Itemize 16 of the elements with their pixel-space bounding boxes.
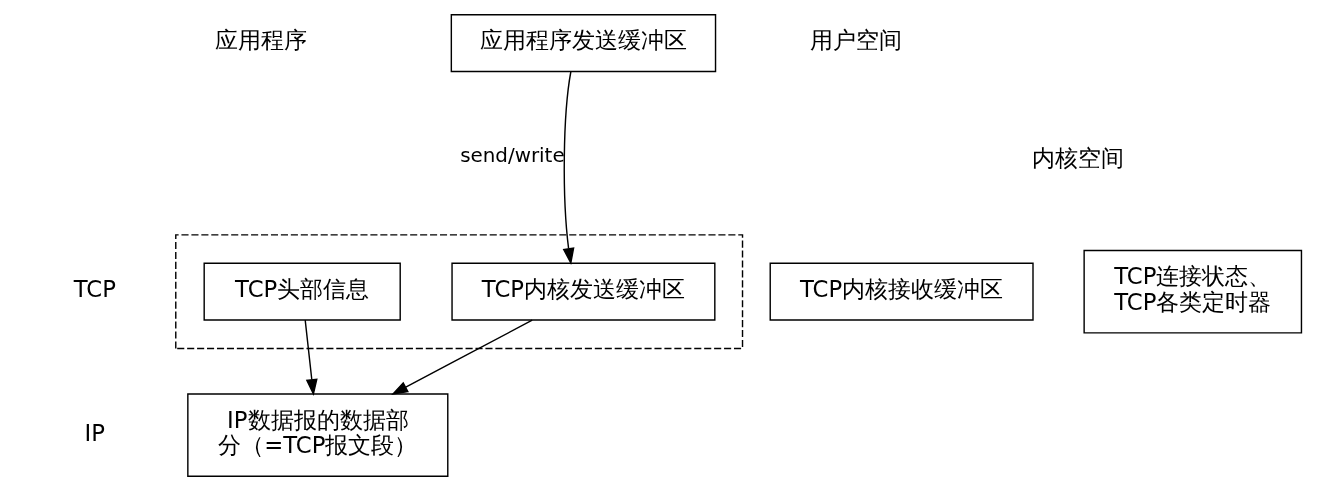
- label: TCP: [73, 275, 116, 302]
- node-box: TCP连接状态、TCP各类定时器: [1082, 249, 1302, 334]
- arrow: [390, 319, 533, 395]
- label: 应用程序: [214, 26, 307, 53]
- node-box: TCP内核接收缓冲区: [769, 262, 1034, 321]
- node-box: TCP头部信息: [202, 262, 401, 321]
- label: 内核空间: [1031, 144, 1124, 171]
- node-box: 应用程序发送缓冲区: [450, 13, 716, 72]
- arrow: [304, 319, 318, 396]
- label: 用户空间: [809, 26, 902, 53]
- edge-label: send/write: [459, 143, 565, 167]
- arrow: [562, 70, 574, 265]
- node-box: IP数据报的数据部分（=TCP报文段）: [186, 392, 448, 477]
- node-box: TCP内核发送缓冲区: [450, 262, 716, 321]
- label: IP: [84, 419, 105, 446]
- cluster: [174, 233, 743, 349]
